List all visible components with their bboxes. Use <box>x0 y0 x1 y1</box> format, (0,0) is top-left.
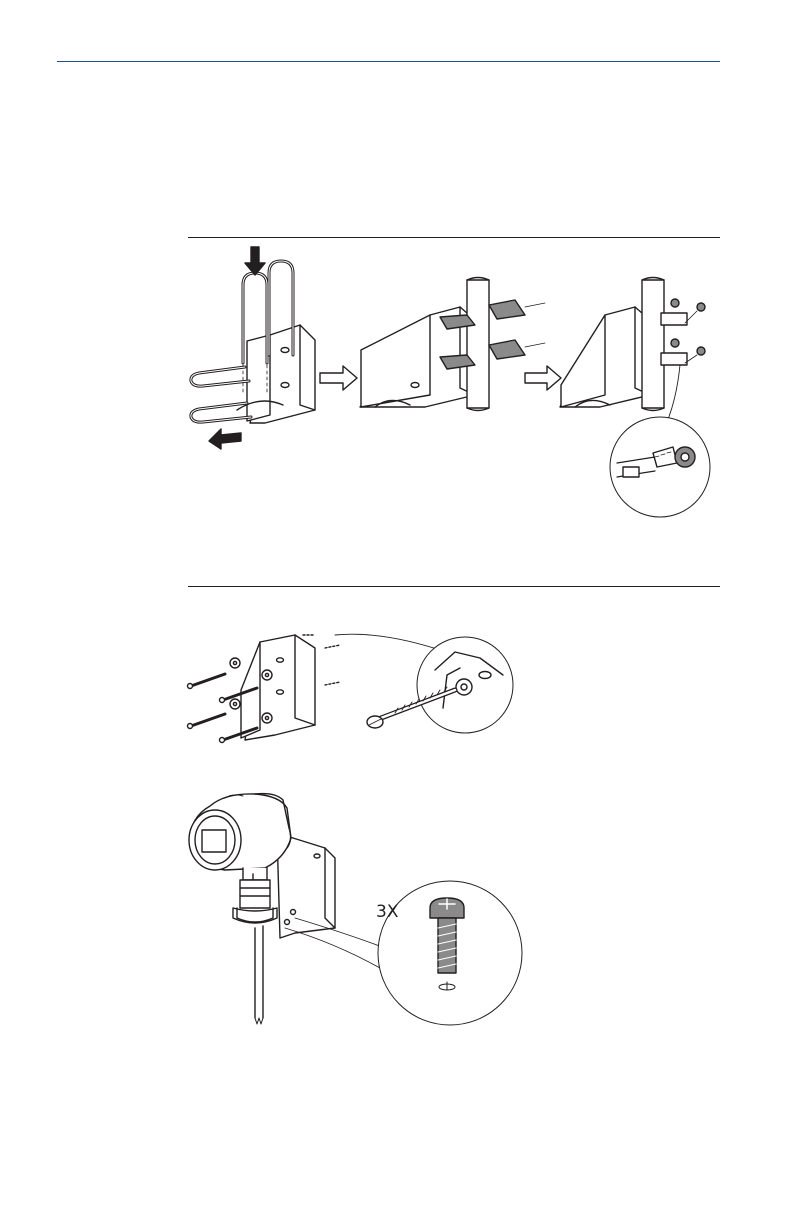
pipe-mount-u-bolt-illustration <box>185 245 720 525</box>
bracket-step1 <box>237 325 315 423</box>
section-divider-wall-mount <box>188 586 720 587</box>
transmitter-bracket-screw-illustration <box>185 788 530 1033</box>
bracket-step2 <box>360 278 545 411</box>
wall-mount-screws-illustration <box>185 630 515 745</box>
section-divider-pipe-mount <box>188 237 720 238</box>
header-rule <box>57 61 720 62</box>
screw-count-label: 3X <box>376 902 398 922</box>
bracket-step3 <box>560 278 705 411</box>
